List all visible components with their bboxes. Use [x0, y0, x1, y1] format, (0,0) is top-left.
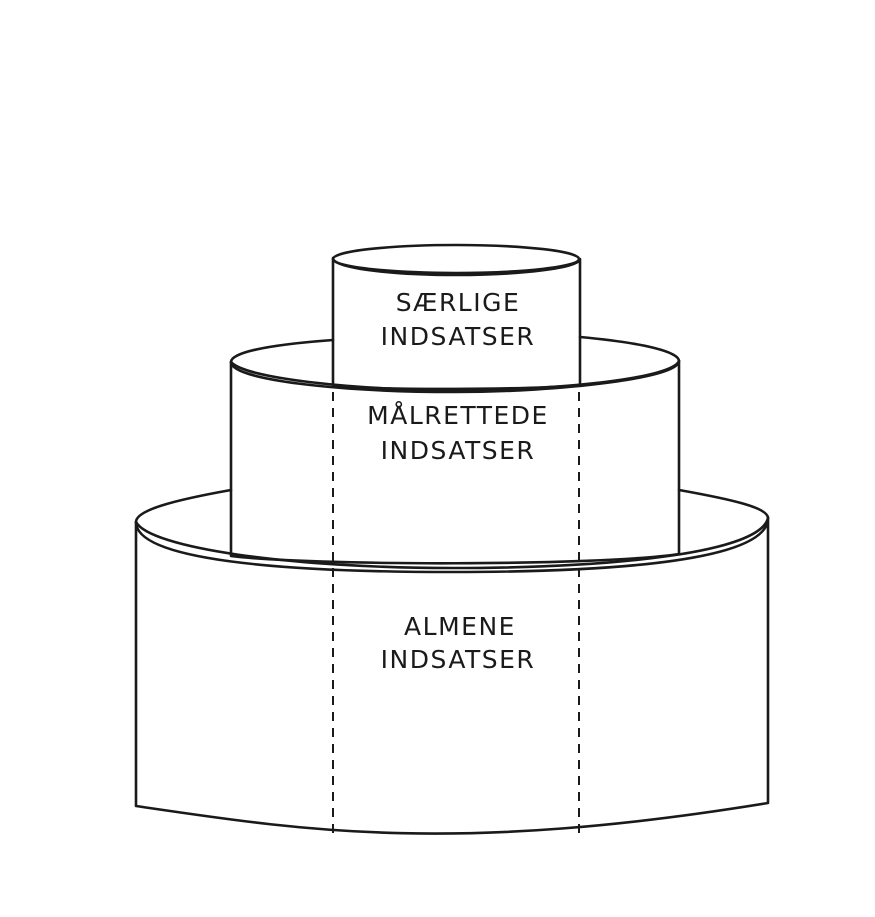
tier-middle-label: MÅLRETTEDE INDSATSER	[367, 401, 549, 465]
tier-middle-label-line2: INDSATSER	[381, 436, 536, 465]
tier-middle-rim-left	[229, 338, 335, 364]
tier-top-lid	[331, 243, 581, 275]
tier-bottom	[134, 488, 770, 835]
tier-bottom-label-line1: ALMENE	[404, 612, 516, 641]
tier-top-label-line2: INDSATSER	[381, 322, 536, 351]
tier-middle	[229, 335, 681, 565]
tier-bottom-rim-left	[134, 488, 233, 524]
tier-middle-label-line1: MÅLRETTEDE	[367, 401, 549, 430]
tier-top	[331, 243, 582, 391]
tier-middle-rim-front	[229, 359, 681, 392]
tier-bottom-label: ALMENE INDSATSER	[381, 612, 536, 674]
tier-bottom-rim-front	[134, 516, 770, 570]
dashed-guides	[332, 392, 580, 838]
tier-top-label-line1: SÆRLIGE	[396, 288, 521, 317]
tier-bottom-label-line2: INDSATSER	[381, 645, 536, 674]
tier-middle-rim-right	[578, 335, 681, 363]
tier-bottom-body	[134, 516, 770, 835]
tier-top-label: SÆRLIGE INDSATSER	[381, 288, 536, 351]
tier-bottom-rim-right	[677, 488, 770, 520]
